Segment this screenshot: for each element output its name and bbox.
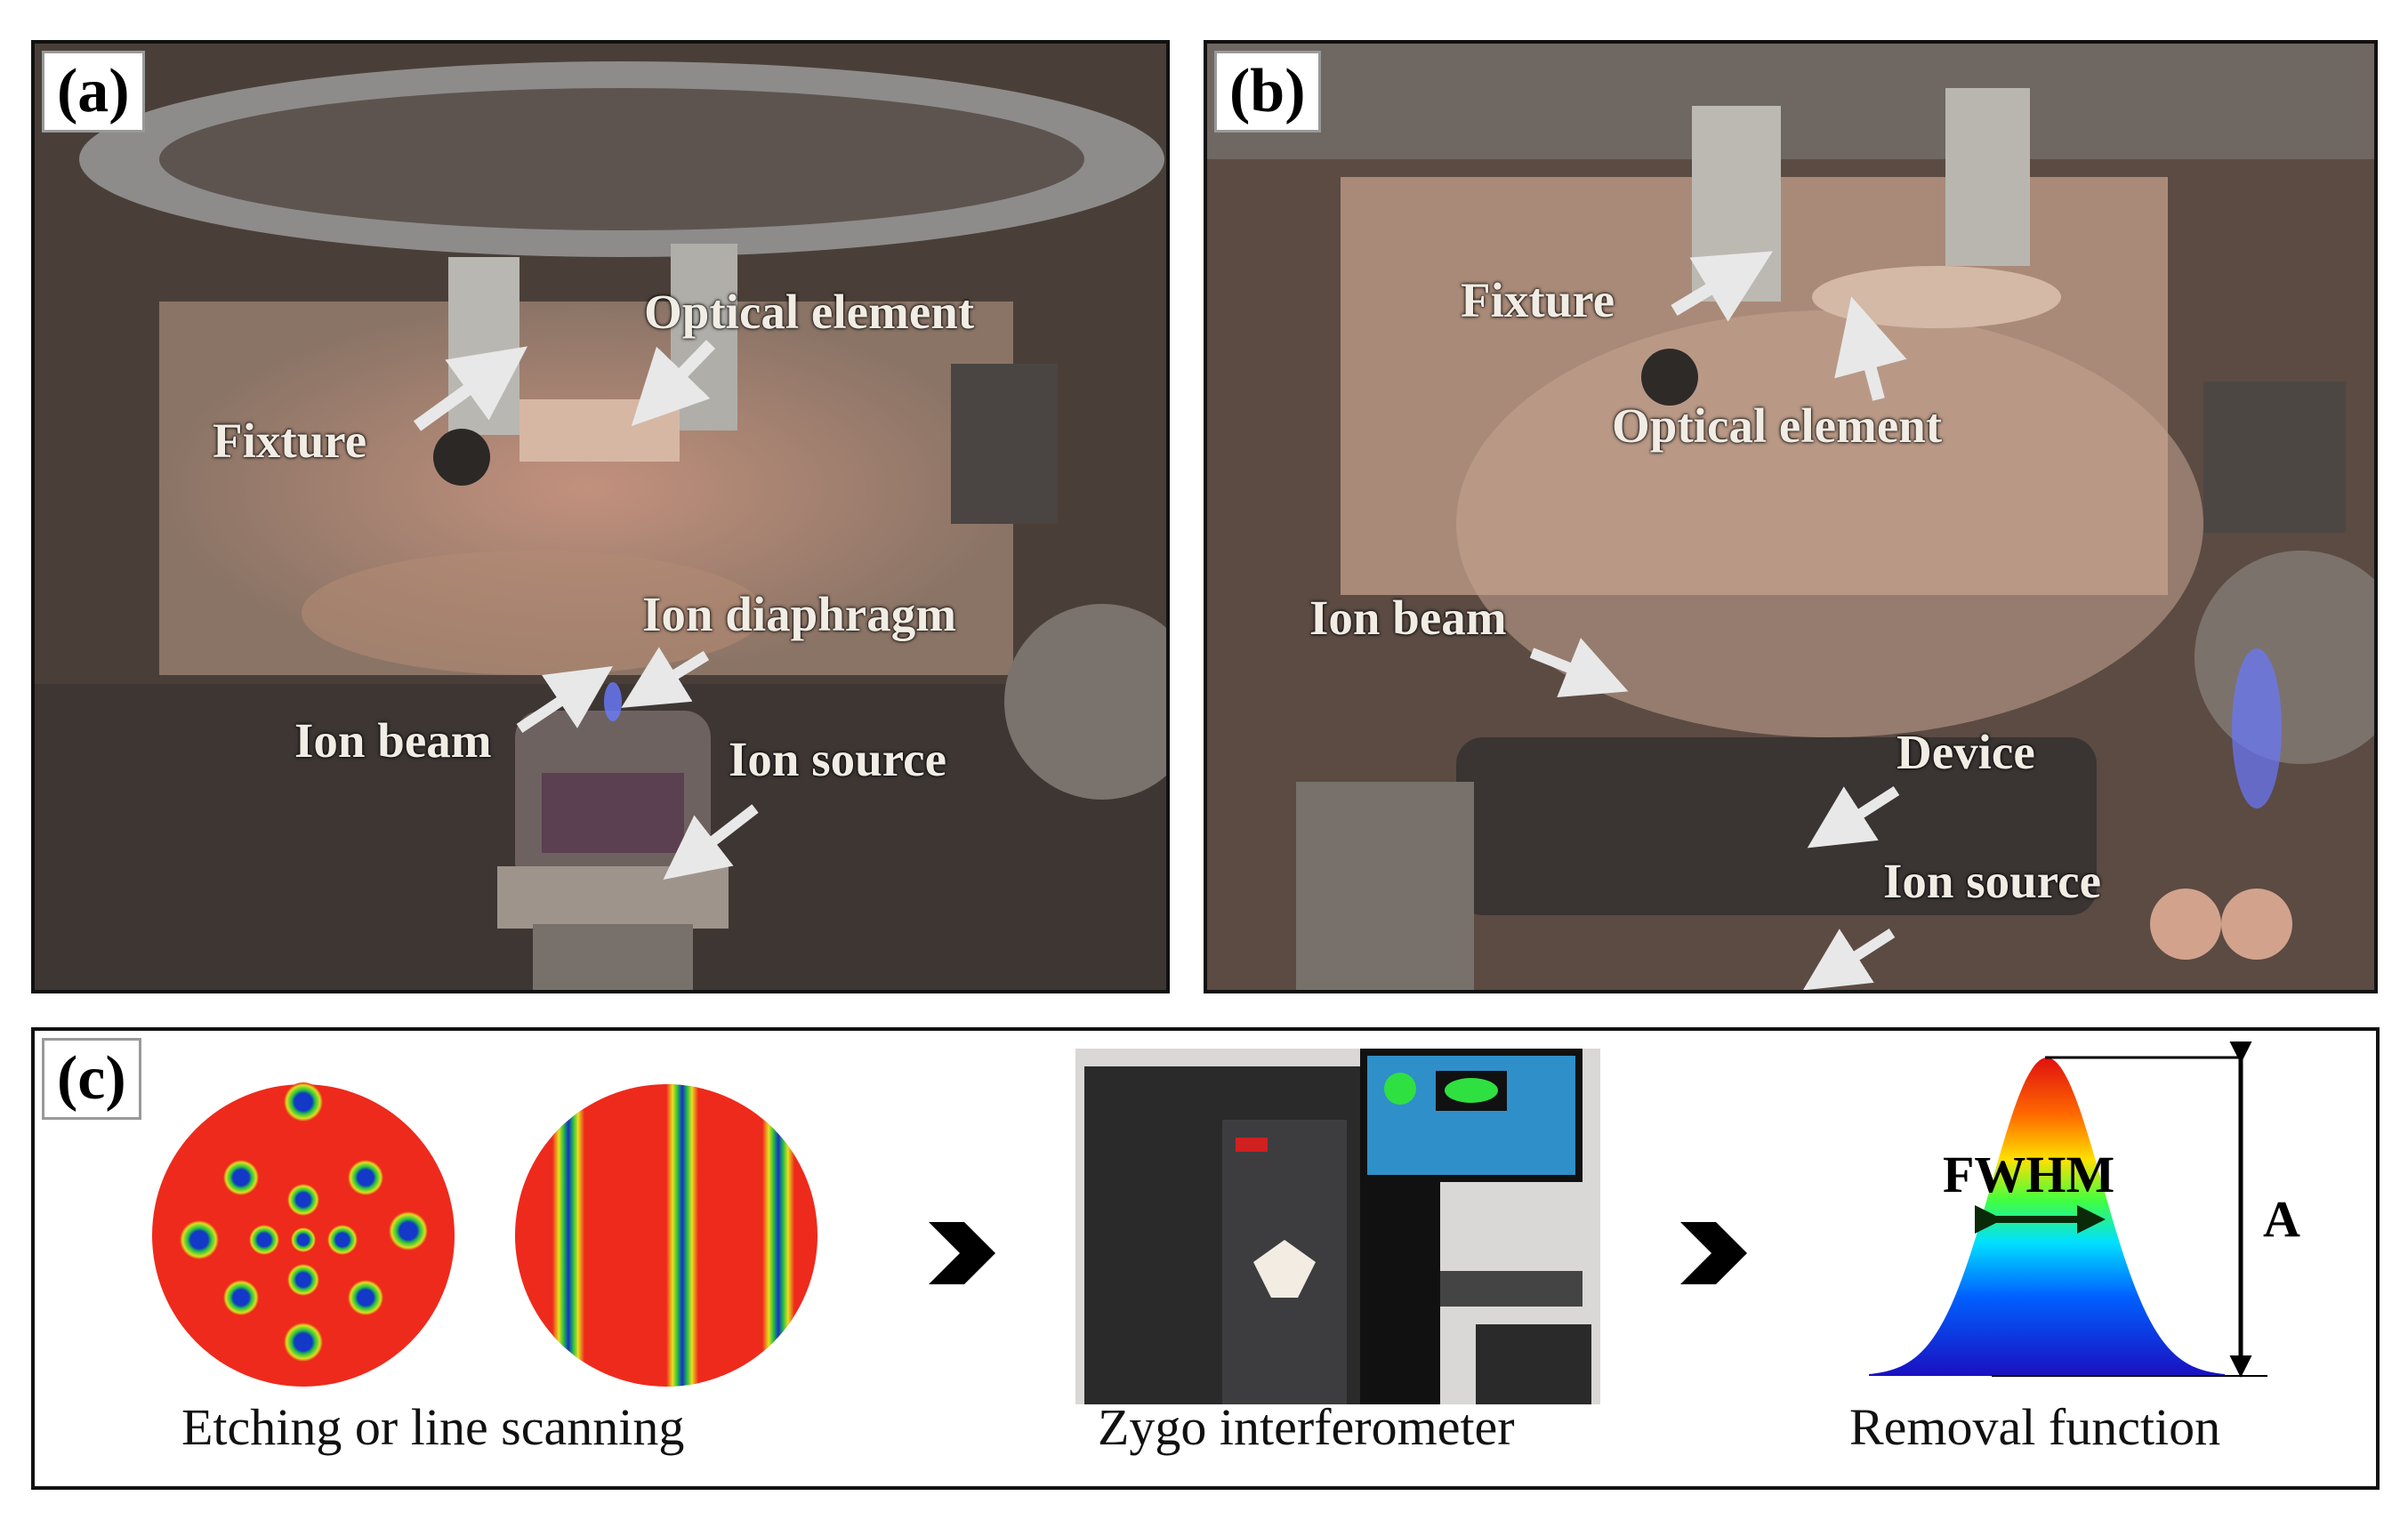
panel-b-tag: (b): [1214, 51, 1321, 133]
label-ion-beam-b: Ion beam: [1309, 591, 1507, 645]
label-ion-source-b: Ion source: [1883, 854, 2101, 908]
line-scan-map: [515, 1084, 817, 1387]
caption-zygo: Zygo interferometer: [1098, 1398, 1515, 1456]
panel-c-workflow: (c): [31, 1027, 2380, 1490]
arrow-ion-source-a: [663, 804, 759, 881]
label-ion-beam-a: Ion beam: [294, 713, 492, 768]
label-fixture-b: Fixture: [1461, 273, 1615, 327]
caption-removal-function: Removal function: [1849, 1398, 2221, 1456]
chevron-right-icon-2: [1680, 1222, 1747, 1284]
label-optical-element-b: Optical element: [1612, 398, 1943, 453]
chevron-right-icon-1: [929, 1222, 995, 1284]
arrow-ion-source-b: [1802, 928, 1896, 990]
panel-c-tag: (c): [42, 1038, 141, 1120]
arrow-ion-beam-a: [516, 666, 613, 733]
etching-dot-map: [152, 1082, 455, 1387]
label-device: Device: [1897, 725, 2035, 779]
arrow-fixture-b: [1671, 251, 1774, 322]
arrow-optical-element-b: [1834, 296, 1907, 401]
vacuum-chamber-photo-a: [35, 44, 1166, 990]
label-ion-diaphragm: Ion diaphragm: [642, 587, 957, 641]
panel-b-photo: (b) Fixture Optical element Ion beam Dev…: [1204, 40, 2378, 993]
panel-a-arrows: [413, 340, 759, 881]
label-fixture-a: Fixture: [213, 414, 367, 468]
vacuum-chamber-photo-b: [1207, 44, 2374, 990]
arrow-device: [1807, 785, 1900, 848]
panel-b-arrows: [1529, 251, 1907, 990]
workflow-graphics: [152, 1041, 2267, 1404]
arrow-optical-element-a: [631, 340, 716, 427]
panel-a-photo: (a) Fixture Optical element Ion diaphrag…: [31, 40, 1170, 993]
arrow-fixture-a: [413, 346, 528, 431]
arrow-ion-beam-b: [1529, 638, 1629, 698]
caption-etching: Etching or line scanning: [181, 1398, 685, 1456]
removal-function-profile: [1869, 1041, 2267, 1378]
zygo-interferometer-photo: [1075, 1049, 1600, 1404]
fwhm-label: FWHM: [1943, 1146, 2115, 1203]
panel-a-tag: (a): [42, 51, 145, 133]
label-optical-element-a: Optical element: [644, 285, 975, 339]
amplitude-label: A: [2263, 1190, 2300, 1248]
label-ion-source-a: Ion source: [729, 732, 946, 786]
arrow-ion-diaphragm: [621, 647, 710, 708]
